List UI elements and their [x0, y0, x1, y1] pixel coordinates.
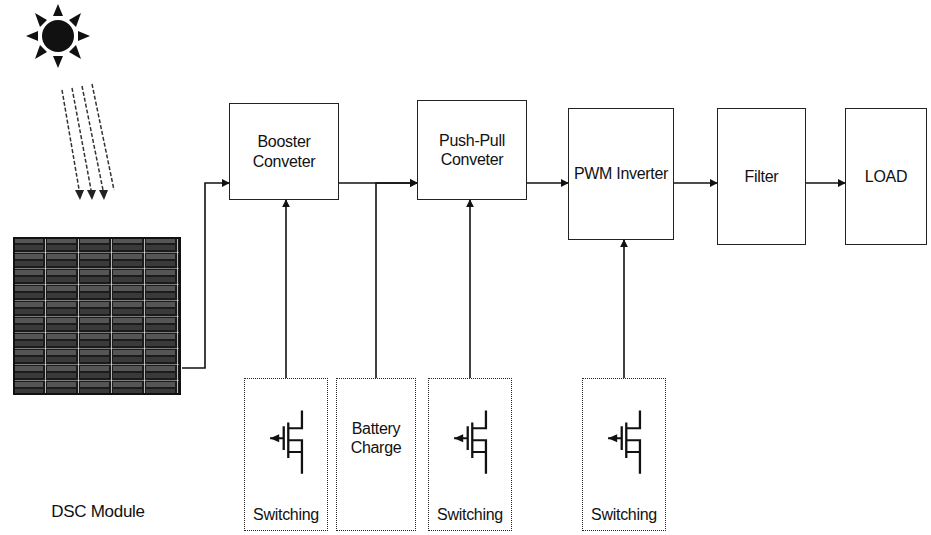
solar-module: DSC Module [12, 236, 184, 526]
node-label: Switching [249, 505, 323, 524]
process-box: Booster Conveter [229, 103, 339, 200]
solar-panel [12, 236, 184, 398]
connector-arrow [527, 182, 568, 184]
process-box: PWM Inverter [568, 108, 674, 240]
process-box: LOAD [845, 108, 927, 245]
node-label: Switching [433, 505, 507, 524]
battery-box: Battery Charge [336, 378, 416, 531]
connector-arrow [469, 200, 471, 378]
switching-box: Switching [428, 378, 512, 531]
node-label: Battery Charge [337, 419, 415, 457]
connector-arrow [623, 240, 625, 378]
process-box: Push-Pull Conveter [417, 100, 527, 200]
connector-arrow [285, 200, 287, 378]
sun [26, 4, 90, 68]
node-label: Push-Pull Conveter [418, 131, 526, 169]
connector-arrow [182, 183, 229, 368]
connector-arrow [806, 182, 845, 184]
node-label: DSC Module [47, 502, 148, 522]
sun-rays [62, 84, 114, 195]
switching-box: Switching [244, 378, 328, 531]
process-box: Filter [717, 108, 806, 245]
node-label: Filter [741, 167, 783, 186]
switching-box: Switching [582, 378, 666, 531]
node-label: Booster Conveter [230, 132, 338, 170]
node-label: Switching [587, 505, 661, 524]
node-label: LOAD [861, 167, 911, 186]
connector-arrow [376, 183, 417, 378]
node-label: PWM Inverter [570, 164, 672, 183]
connector-arrow [674, 182, 717, 184]
